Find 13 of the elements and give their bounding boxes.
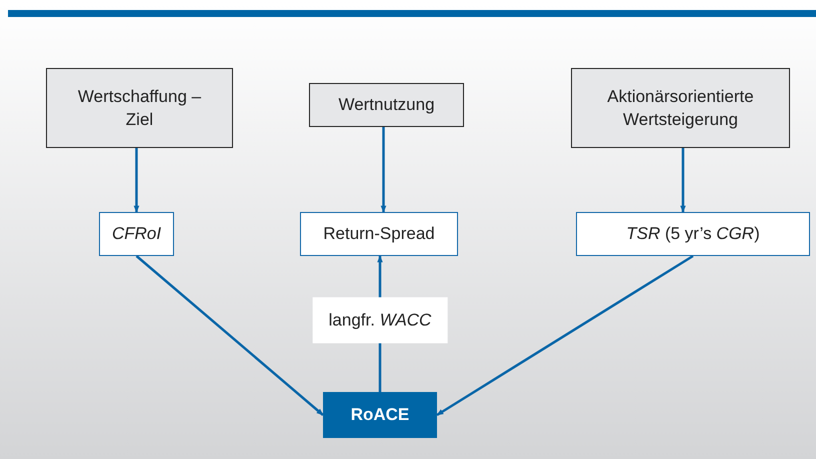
arrow xyxy=(680,148,686,213)
metric-box: Return-Spread xyxy=(300,212,458,256)
arrow xyxy=(436,254,694,416)
arrow xyxy=(380,127,386,213)
metric-box: CFRoI xyxy=(99,212,174,256)
arrow xyxy=(134,148,140,213)
edge-label: langfr. WACC xyxy=(312,297,448,343)
goal-box: Wertnutzung xyxy=(309,83,464,127)
key-metric-box: RoACE xyxy=(323,392,437,438)
goal-box: Aktionärsorientierte Wertsteigerung xyxy=(571,68,790,148)
metric-box: TSR (5 yr’s CGR) xyxy=(576,212,810,256)
goal-box: Wertschaffung – Ziel xyxy=(46,68,233,148)
arrow xyxy=(136,255,324,416)
